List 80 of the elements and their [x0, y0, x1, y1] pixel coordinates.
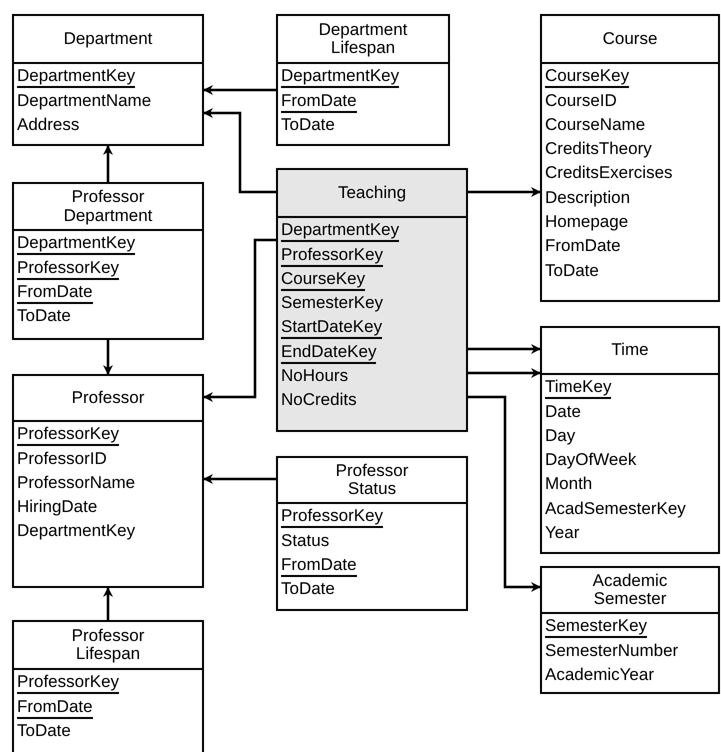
table-title: Course [602, 30, 658, 48]
key-attribute: FromDate [281, 554, 357, 577]
arrow [468, 344, 541, 354]
attribute: NoCredits [281, 390, 357, 412]
entity-table [276, 14, 450, 146]
arrow [203, 474, 276, 484]
attribute: DepartmentName [17, 90, 152, 112]
key-attribute: ProfessorKey [17, 258, 120, 280]
table-title: Professor Department [62, 188, 154, 225]
attribute: AcadSemesterKey [545, 498, 686, 520]
entity-table [12, 182, 204, 340]
attribute: ToDate [281, 114, 335, 136]
attribute: SemesterNumber [545, 640, 678, 662]
arrow [203, 85, 276, 95]
table-title: Professor [72, 388, 144, 408]
key-attribute: FromDate [17, 282, 93, 304]
key-attribute: ProfessorKey [281, 244, 384, 267]
attribute: Description [545, 188, 630, 209]
entity-table [276, 168, 468, 432]
table-title: Professor Lifespan [70, 626, 146, 664]
key-attribute: DepartmentKey [17, 66, 136, 88]
key-attribute: FromDate [17, 696, 93, 719]
attribute: Homepage [545, 212, 628, 234]
entity-table [540, 14, 720, 302]
arrow [468, 396, 541, 592]
attribute: Date [545, 402, 581, 423]
attribute: Address [17, 114, 80, 136]
key-attribute: FromDate [281, 90, 357, 113]
attribute: ToDate [17, 306, 71, 328]
attribute: Year [545, 523, 580, 544]
entity-table [540, 566, 720, 694]
attribute: SemesterKey [281, 293, 384, 314]
attribute: Status [281, 530, 330, 552]
key-attribute: StartDateKey [281, 317, 382, 340]
entity-table [12, 14, 204, 146]
key-attribute: TimeKey [545, 377, 612, 400]
arrow [103, 587, 113, 620]
arrow [468, 187, 541, 197]
key-attribute: CourseKey [281, 268, 366, 291]
table-title: Teaching [338, 184, 406, 202]
table-title: Department Lifespan [318, 20, 408, 58]
attribute: CreditsExercises [545, 163, 673, 184]
key-attribute: DepartmentKey [281, 220, 400, 242]
attribute: DayOfWeek [545, 450, 636, 472]
attribute: FromDate [545, 236, 621, 258]
table-title: Professor Status [334, 462, 410, 498]
table-title: Time [611, 341, 649, 360]
arrow [103, 145, 113, 182]
key-attribute: DepartmentKey [281, 66, 400, 88]
attribute: Month [545, 474, 592, 496]
attribute: ToDate [281, 579, 335, 600]
key-attribute: EndDateKey [281, 342, 376, 364]
attribute: CourseID [545, 90, 617, 112]
entity-table [12, 374, 204, 588]
arrow [203, 108, 276, 194]
attribute: AcademicYear [545, 664, 654, 686]
entity-table [12, 620, 204, 752]
key-attribute: ProfessorKey [17, 672, 120, 694]
arrow [103, 340, 113, 375]
key-attribute: ProfessorKey [281, 506, 384, 528]
key-attribute: DepartmentKey [17, 233, 136, 256]
key-attribute: CourseKey [545, 66, 630, 88]
attribute: ToDate [17, 720, 71, 742]
attribute: CourseName [545, 114, 646, 136]
attribute: NoHours [281, 366, 348, 388]
table-title: Department [64, 30, 152, 48]
arrow [203, 238, 276, 402]
attribute: HiringDate [17, 497, 98, 518]
attribute: ProfessorID [17, 448, 107, 470]
key-attribute: ProfessorKey [17, 424, 120, 446]
arrow [468, 368, 541, 378]
entity-table [276, 456, 468, 611]
attribute: ToDate [545, 260, 599, 282]
table-title: Academic Semester [592, 572, 668, 608]
key-attribute: SemesterKey [545, 616, 648, 638]
attribute: ProfessorName [17, 472, 136, 494]
entity-table [540, 326, 720, 554]
attribute: CreditsTheory [545, 139, 652, 160]
attribute: DepartmentKey [17, 521, 136, 542]
attribute: Day [545, 426, 576, 447]
